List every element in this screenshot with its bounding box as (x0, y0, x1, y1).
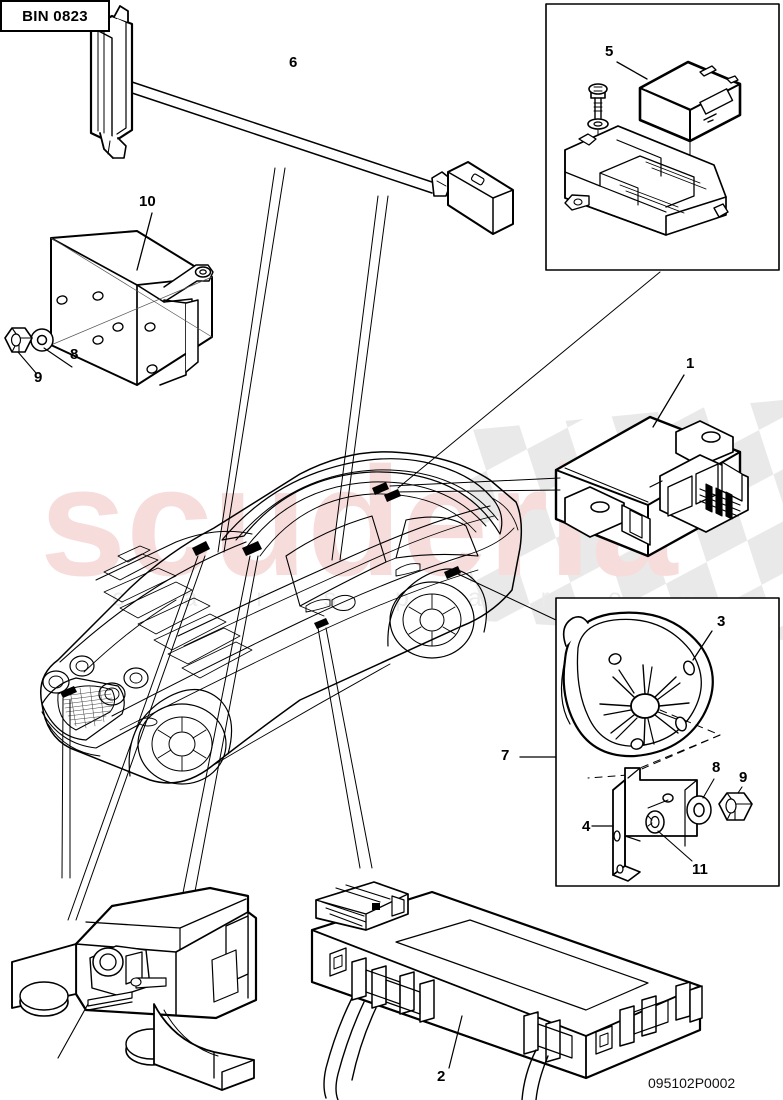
callout-6: 6 (289, 54, 298, 71)
vehicle-illustration (40, 451, 523, 785)
diagram-part-number: 095102P0002 (648, 1075, 736, 1091)
callout-7: 7 (501, 747, 510, 764)
item3-alarm-siren (560, 611, 721, 779)
item11-grommet (645, 810, 693, 862)
bin-label-text: BIN 0823 (22, 7, 88, 25)
callout-2: 2 (437, 1068, 446, 1085)
item10-mounting-bracket (50, 212, 214, 386)
item9-nut-right (718, 786, 753, 821)
callout-8-right: 8 (712, 759, 721, 776)
item4-siren-bracket (519, 756, 698, 882)
item1-control-unit (554, 374, 749, 558)
car-location-markers (60, 482, 461, 698)
item2-electronic-module (310, 881, 703, 1100)
callout-1: 1 (686, 355, 695, 372)
item8-washer-left (30, 328, 73, 368)
callout-4: 4 (582, 818, 591, 835)
callout-8-left: 8 (70, 346, 79, 363)
callout-9-right: 9 (739, 769, 748, 786)
item9-nut-left (4, 327, 37, 374)
callout-3: 3 (717, 613, 726, 630)
callout-10: 10 (139, 193, 156, 210)
bin0823-housing (11, 886, 258, 1091)
item5-module-and-tray (564, 60, 742, 236)
callout-11: 11 (692, 861, 708, 878)
item6-antenna-assembly (89, 5, 514, 235)
callout-9-left: 9 (34, 369, 43, 386)
item8-washer-right (686, 778, 715, 825)
callout-5: 5 (605, 43, 614, 60)
leader-lines (61, 167, 661, 921)
bin-label-box: BIN 0823 (0, 0, 110, 32)
